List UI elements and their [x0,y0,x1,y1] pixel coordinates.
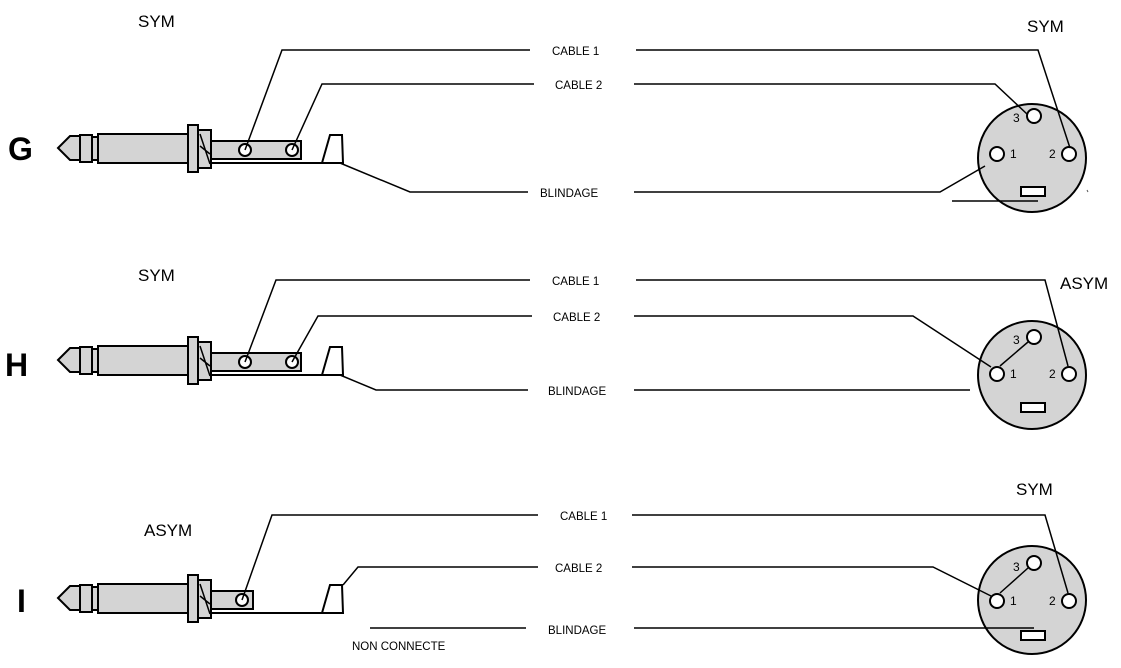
pin-3 [1026,555,1042,571]
pin-2 [1061,593,1077,609]
pin-1-label: 1 [1010,147,1017,161]
diagram-letter: H [5,347,28,383]
jack-plug [56,336,345,385]
pin-2-label: 2 [1049,147,1056,161]
cable-2-label: CABLE 2 [555,80,602,92]
wires [244,49,1071,202]
latch-key [1020,630,1046,641]
pin-1-label: 1 [1010,367,1017,381]
cable-1-label: CABLE 1 [560,511,607,523]
non-connected-note: NON CONNECTE [352,641,446,653]
latch-key [1020,402,1046,413]
diagram-letter: I [17,583,26,619]
pin-1 [989,146,1005,162]
right-mode-label: SYM [1016,480,1053,499]
diagram-letter: G [8,131,33,167]
pin-1 [989,366,1005,382]
pin-3 [1026,108,1042,124]
xlr-connector: 3 1 2 [977,545,1087,655]
shield-label: BLINDAGE [548,386,606,398]
diagram-g: G SYM SYM 3 1 2 [8,12,1087,213]
pin-2-label: 2 [1049,367,1056,381]
pin-2 [1061,366,1077,382]
pin-3 [1026,329,1042,345]
scan-speck [1086,189,1089,193]
pin-1-label: 1 [1010,594,1017,608]
latch-key [1020,186,1046,197]
diagram-i: I ASYM SYM 3 1 2 [17,480,1087,655]
pin-2-label: 2 [1049,594,1056,608]
right-mode-label: ASYM [1060,274,1108,293]
cable-1-label: CABLE 1 [552,276,599,288]
pin-3-label: 3 [1013,560,1020,574]
diagram-h: H SYM ASYM 3 1 2 [5,266,1108,430]
right-mode-label: SYM [1027,17,1064,36]
pin-3-label: 3 [1013,333,1020,347]
shield-label: BLINDAGE [548,625,606,637]
left-mode-label: SYM [138,266,175,285]
wires [241,514,1069,629]
cable-1-label: CABLE 1 [552,46,599,58]
xlr-connector: 3 1 2 [977,103,1087,213]
pin-2 [1061,146,1077,162]
cable-2-label: CABLE 2 [553,312,600,324]
cable-2-label: CABLE 2 [555,563,602,575]
wires [244,279,1069,391]
left-mode-label: SYM [138,12,175,31]
pin-1 [989,593,1005,609]
jack-plug [56,574,345,623]
shield-label: BLINDAGE [540,188,598,200]
left-mode-label: ASYM [144,521,192,540]
xlr-connector: 3 1 2 [977,320,1087,430]
jack-plug [56,124,345,173]
pin-3-label: 3 [1013,111,1020,125]
